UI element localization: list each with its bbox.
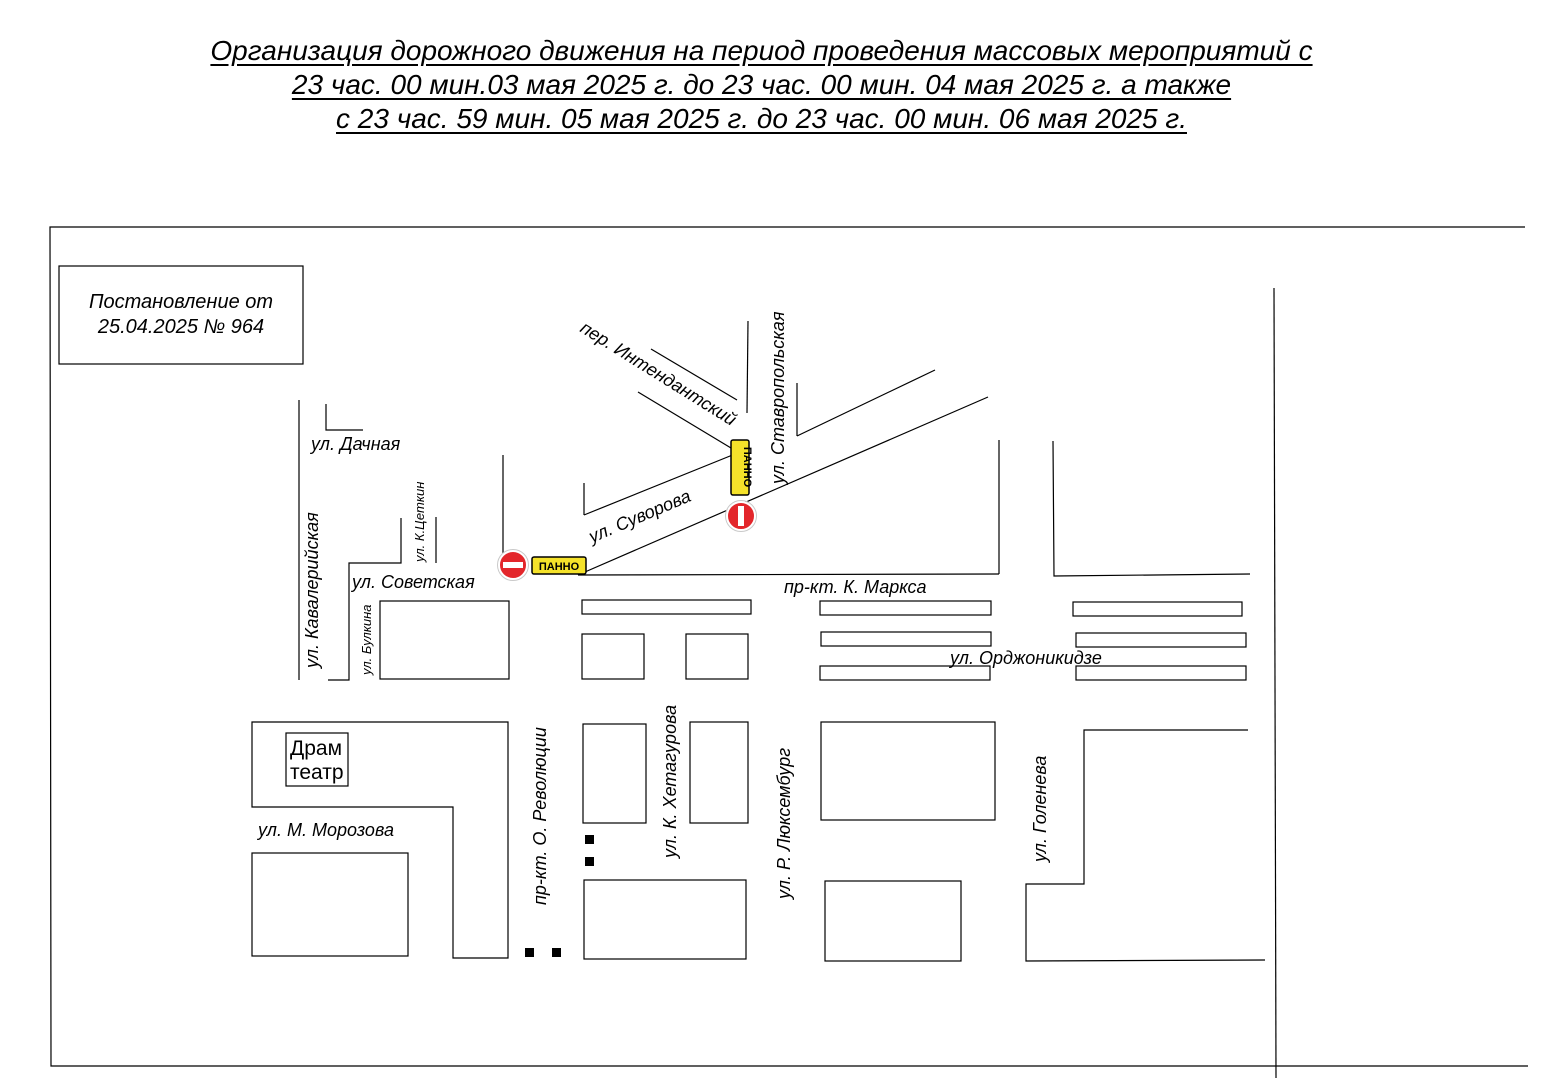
block [583,879,747,960]
no-entry-sign-icon [497,549,529,581]
block-theatre [251,721,509,959]
map-title: Организация дорожного движения на период… [0,34,1523,136]
resolution-box: Постановление от 25.04.2025 № 964 [58,265,304,365]
block [581,599,752,615]
panno-label: ПАННО [539,561,580,573]
theatre-line-1: Драм [290,737,342,760]
block [379,600,510,680]
theatre-line-2: театр [290,761,344,784]
street-label-morozova: ул. М. Морозова [256,820,394,840]
block [251,852,409,957]
barrier-marker [552,948,561,957]
panno-sign-horizontal: ПАННО [531,556,587,575]
street-lines [298,320,1266,962]
barrier-marker [585,857,594,866]
street-label-stavropolskaya: ул. Ставропольская [768,311,788,486]
block [819,665,991,681]
street-label-intendantskiy: пер. Интендантский [577,317,740,429]
title-line-2: 23 час. 00 мин.03 мая 2025 г. до 23 час.… [291,69,1232,100]
street-label-suvorova: ул. Суворова [584,486,694,548]
block [685,633,749,680]
panno-sign-vertical: ПАННО [730,439,753,496]
resolution-line-2: 25.04.2025 № 964 [97,316,264,338]
street-label-sovetskaya: ул. Советская [350,572,475,592]
title-line-3: с 23 час. 59 мин. 05 мая 2025 г. до 23 ч… [336,103,1187,134]
block [1072,601,1243,617]
no-entry-sign-icon [725,500,757,532]
barrier-marker [585,835,594,844]
street-labels: ул. Дачная ул. Кавалерийская ул. К.Цетки… [256,311,1102,905]
street-label-kavaleriyskaya: ул. Кавалерийская [302,512,322,670]
barrier-markers [525,835,594,957]
street-label-marksa: пр-кт. К. Маркса [784,577,927,597]
block [582,723,647,824]
barrier-marker [525,948,534,957]
title-line-1: Организация дорожного движения на период… [210,35,1313,66]
street-label-khetagurova: ул. К. Хетагурова [660,705,680,860]
block [1075,632,1247,648]
street-label-ktsetkin: ул. К.Цеткин [412,482,427,563]
panno-label: ПАННО [741,447,753,488]
city-blocks [251,599,1247,962]
block [819,600,992,616]
street-label-ordzhonikidze: ул. Орджоникидзе [948,648,1102,668]
block [581,633,645,680]
block [689,721,749,824]
street-label-lyuksemburg: ул. Р. Люксембург [774,748,794,901]
block [824,880,962,962]
street-label-dachnaya: ул. Дачная [309,434,401,454]
resolution-line-1: Постановление от [89,291,273,313]
street-label-goleneva: ул. Голенева [1030,756,1050,864]
drama-theatre: Драм театр [285,732,349,787]
street-label-bulkina: ул. Булкина [359,604,374,676]
block [820,721,996,821]
map-frame [49,226,1528,1079]
block [820,631,992,647]
block [1075,665,1247,681]
street-label-revolyutsii: пр-кт. О. Революции [530,727,550,905]
